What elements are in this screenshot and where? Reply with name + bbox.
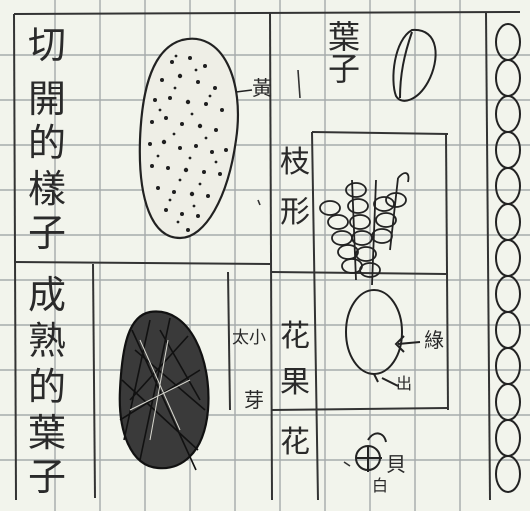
label-yellow: 黃 [252,78,272,98]
left-text-char-7: 熟 [28,322,66,360]
left-text-char-3: 的 [28,124,66,162]
label-bottom-under: 白 [372,478,388,494]
left-text-char-2: 開 [28,80,66,118]
left-text-char-6: 成 [28,276,66,314]
left-text-char-4: 樣 [28,170,66,208]
mid-text-char-2: 形 [280,198,310,228]
label-bud-bottom: 芽 [244,390,264,410]
left-text-char-9: 葉 [28,414,66,452]
label-mouth: 出 [396,376,412,392]
mid-text-char-5: 花 [280,428,310,458]
label-bottom-right: 貝 [386,454,406,474]
sprout-drawing [356,433,386,472]
mature-leaf-drawing [120,312,209,470]
mid-text-char-3: 花 [280,322,310,352]
left-text-char-8: 的 [28,368,66,406]
left-text-char-10: 子 [28,458,66,496]
page-title: 葉子 [326,20,358,84]
left-text-char-5: 子 [28,214,66,252]
right-oval-column [496,24,520,492]
left-text-char-1: 切 [28,26,66,64]
label-green: 綠 [424,330,444,350]
label-bud-left: 太小 [232,330,266,347]
mid-text-char-4: 果 [280,368,310,398]
mid-text-char-1: 枝 [280,148,310,178]
oval-leaf-drawing [346,290,420,386]
